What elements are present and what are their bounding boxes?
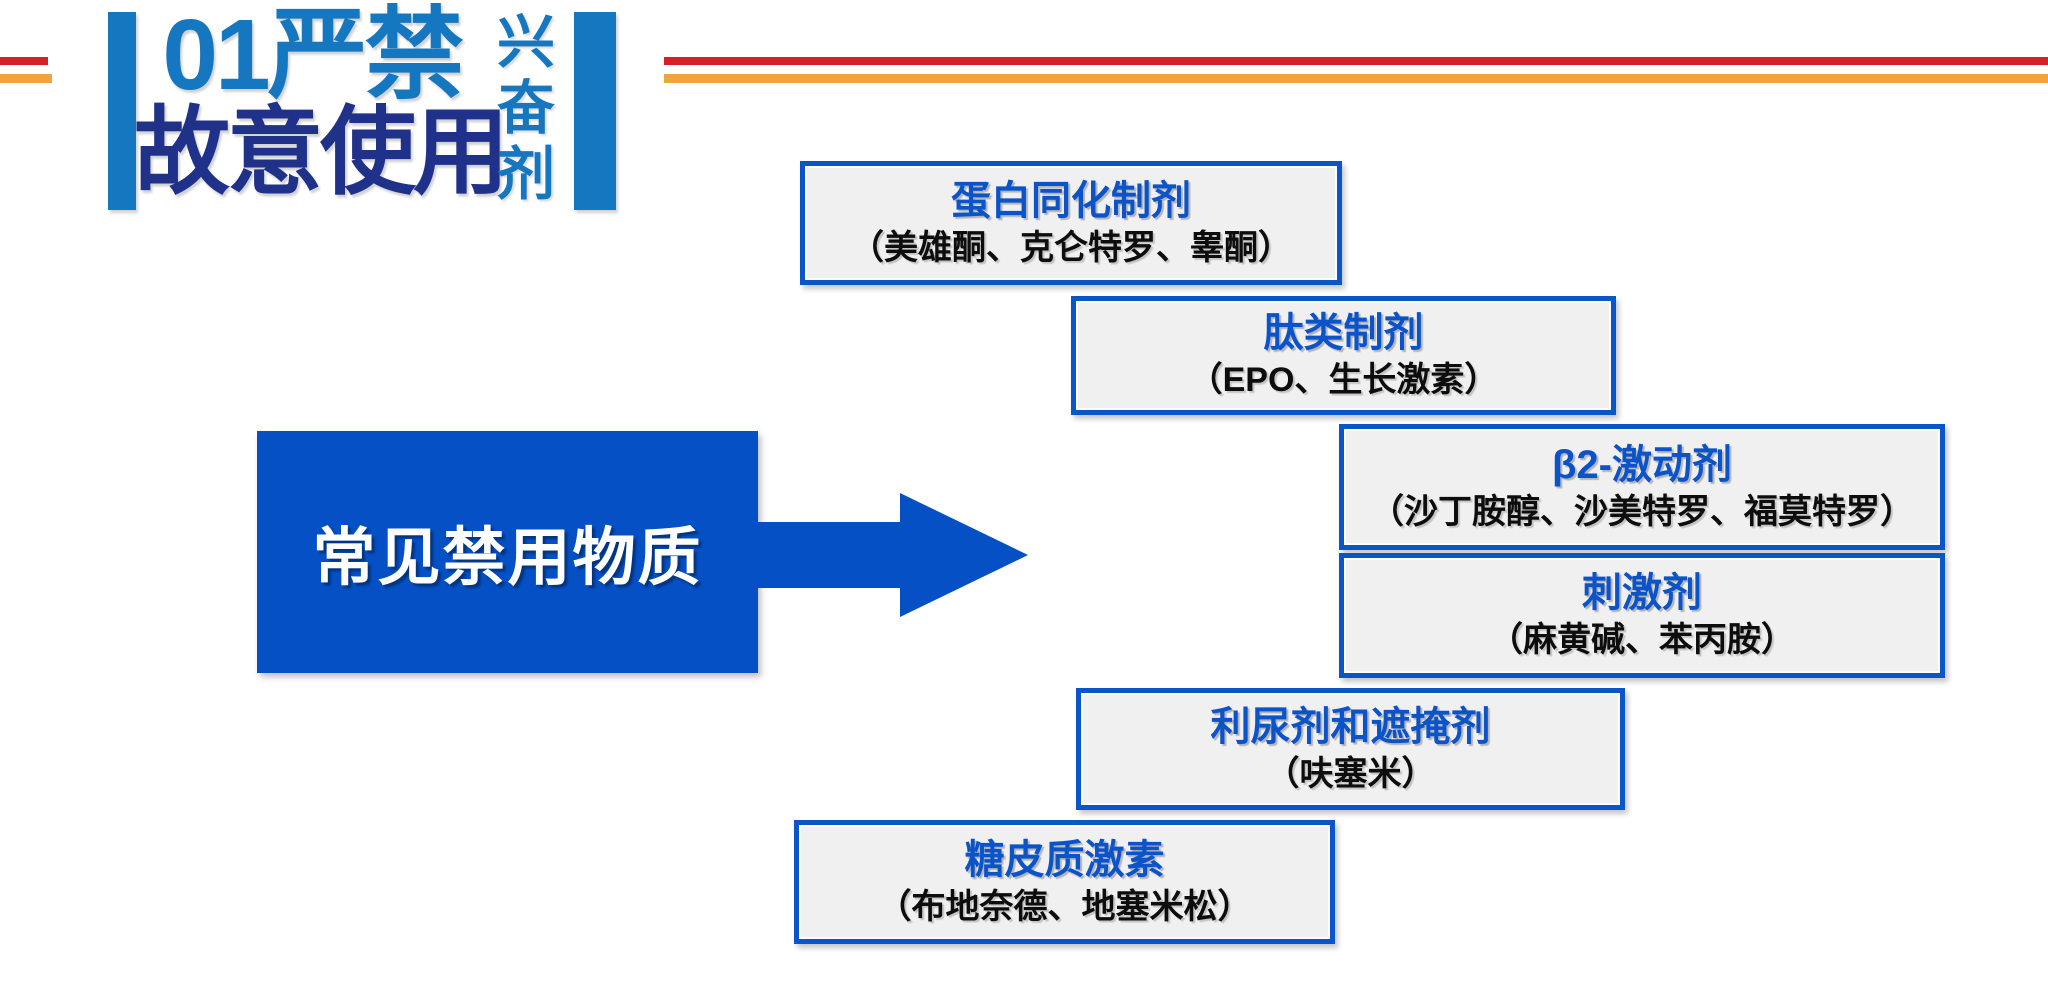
category-box-beta2-agonists: β2-激动剂 （沙丁胺醇、沙美特罗、福莫特罗） xyxy=(1339,424,1945,550)
accent-rule-red-right xyxy=(664,57,2048,65)
category-examples: （美雄酮、克仑特罗、睾酮） xyxy=(850,228,1292,267)
category-box-glucocorticoids: 糖皮质激素 （布地奈德、地塞米松） xyxy=(794,820,1335,944)
accent-rule-orange-left xyxy=(0,74,52,83)
badge-vertical-char: 奋 xyxy=(496,76,555,141)
accent-rule-orange-right xyxy=(664,74,2048,83)
category-title: 糖皮质激素 xyxy=(964,837,1165,882)
badge-vertical-char: 剂 xyxy=(496,142,555,207)
category-title: 肽类制剂 xyxy=(1263,311,1424,356)
category-title: 利尿剂和遮掩剂 xyxy=(1210,704,1491,749)
category-box-peptide-agents: 肽类制剂 （EPO、生长激素） xyxy=(1071,296,1616,415)
category-examples: （呋塞米） xyxy=(1265,754,1436,793)
source-box: 常见禁用物质 xyxy=(257,431,758,673)
arrow-right-icon xyxy=(756,493,1028,617)
category-box-anabolic-agents: 蛋白同化制剂 （美雄酮、克仑特罗、睾酮） xyxy=(800,161,1342,285)
category-box-diuretics-masking-agents: 利尿剂和遮掩剂 （呋塞米） xyxy=(1076,688,1625,810)
badge-title-line2: 故意使用 xyxy=(134,99,509,206)
badge-vertical-text: 兴 奋 剂 xyxy=(486,14,566,204)
category-examples: （麻黄碱、苯丙胺） xyxy=(1489,621,1795,660)
badge-right-bar xyxy=(574,12,616,210)
category-examples: （沙丁胺醇、沙美特罗、福莫特罗） xyxy=(1370,492,1914,531)
badge-left-bar xyxy=(108,12,136,210)
accent-rule-red-left xyxy=(0,57,48,65)
category-title: β2-激动剂 xyxy=(1552,442,1732,487)
source-box-label: 常见禁用物质 xyxy=(312,522,703,593)
badge-vertical-char: 兴 xyxy=(496,10,555,75)
category-title: 刺激剂 xyxy=(1582,571,1702,616)
category-box-stimulants: 刺激剂 （麻黄碱、苯丙胺） xyxy=(1339,553,1945,678)
category-examples: （EPO、生长激素） xyxy=(1188,361,1499,400)
category-title: 蛋白同化制剂 xyxy=(951,178,1191,223)
badge-title-line1: 01严禁 xyxy=(162,0,464,111)
category-examples: （布地奈德、地塞米松） xyxy=(877,887,1252,926)
